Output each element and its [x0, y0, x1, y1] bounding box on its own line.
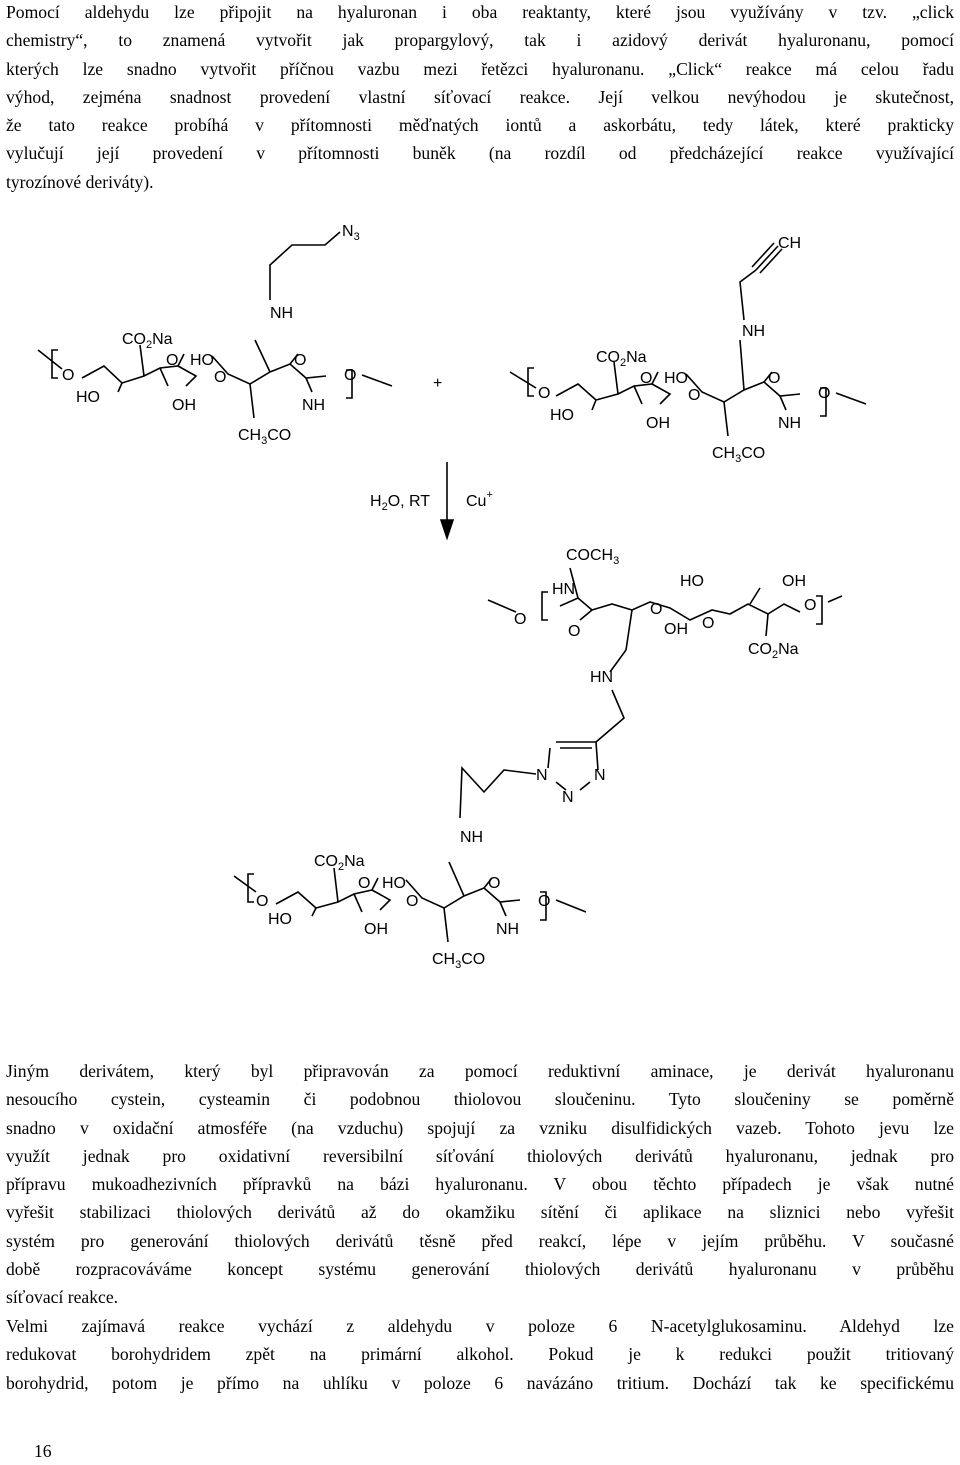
ring-oxygen: O: [640, 370, 652, 387]
text-line: výhod, zejména snadnost provedení vlastn…: [6, 86, 954, 107]
oh-label: OH: [172, 397, 196, 414]
paragraph-thiol-derivatives: Jiným derivátem, který byl připravován z…: [6, 1057, 954, 1312]
text-line: tyrozínové deriváty).: [6, 171, 154, 192]
product-upper-unit: [487, 567, 843, 673]
ho-label: HO: [268, 911, 292, 928]
text-line: redukovat borohydridem zpět na primární …: [6, 1344, 954, 1365]
text-line: nesoucího cystein, cysteamin či podobnou…: [6, 1089, 954, 1110]
paragraph-click-chemistry: Pomocí aldehydu lze připojit na hyaluron…: [6, 0, 954, 196]
alkyne-label: CH: [778, 235, 801, 252]
triazole-ring: [547, 741, 599, 791]
ring-oxygen: O: [344, 367, 356, 384]
ring-oxygen: O: [768, 370, 780, 387]
carboxylate-label: CO2Na: [122, 331, 173, 351]
text-line: vylučují její provedení v přítomnosti bu…: [6, 143, 954, 164]
triazole-n: N: [562, 789, 574, 806]
text-line: Velmi zajímavá reakce vychází z aldehydu…: [6, 1316, 954, 1336]
conditions-left: H2O, RT: [370, 493, 430, 513]
text-line: borohydrid, potom je přímo na uhlíku v p…: [6, 1372, 954, 1393]
glycosidic-oxygen: O: [688, 387, 700, 404]
glycosidic-oxygen: O: [406, 893, 418, 910]
text-line: snadno v oxidační atmosféře (na vzduchu)…: [6, 1117, 954, 1138]
oh-label: OH: [646, 415, 670, 432]
left-hyaluronan-unit: [37, 339, 393, 419]
oh-label: OH: [782, 573, 806, 590]
text-line: chemistry“, to znamená vytvořit jak prop…: [6, 30, 954, 51]
azide-chain: [269, 231, 341, 300]
carboxylate-label: CO2Na: [314, 853, 365, 873]
ho-label: HO: [190, 352, 214, 369]
paragraph-aldehyde-reduction: Velmi zajímavá reakce vychází z aldehydu…: [6, 1312, 954, 1397]
oh-label: OH: [664, 621, 688, 638]
glycosidic-oxygen: O: [214, 369, 226, 386]
product-lower-unit: [233, 861, 587, 943]
text-line: využít jednak pro oxidativní reversibiln…: [6, 1145, 954, 1166]
text-line: systém pro generování thiolových derivát…: [6, 1230, 954, 1251]
carboxylate-label: CO2Na: [748, 641, 799, 661]
ho-label: HO: [680, 573, 704, 590]
ring-oxygen: O: [538, 385, 550, 402]
triazole-n: N: [536, 767, 548, 784]
ring-oxygen: O: [166, 352, 178, 369]
acetyl-label: CH3CO: [238, 427, 291, 447]
text-line: kterých lze snadno vytvořit příčnou vazb…: [6, 58, 954, 79]
text-line: Pomocí aldehydu lze připojit na hyaluron…: [6, 2, 954, 22]
ho-label: HO: [664, 370, 688, 387]
linker-chain: [595, 689, 625, 743]
nh-label: NH: [302, 397, 325, 414]
glycosidic-oxygen: O: [514, 611, 526, 628]
ring-oxygen: O: [804, 597, 816, 614]
alkyne-chain: [739, 269, 757, 321]
ring-oxygen: O: [650, 601, 662, 618]
text-line: Jiným derivátem, který byl připravován z…: [6, 1061, 954, 1081]
nh-label: NH: [270, 305, 293, 322]
nh-label: NH: [460, 829, 483, 846]
oh-label: OH: [364, 921, 388, 938]
text-line: přípravu mukoadhezivních přípravků na bá…: [6, 1174, 954, 1195]
text-line: síťovací reakce.: [6, 1287, 119, 1308]
nh-label: NH: [496, 921, 519, 938]
ring-oxygen: O: [702, 615, 714, 632]
triazole-n: N: [594, 767, 606, 784]
ring-oxygen: O: [256, 893, 268, 910]
ring-oxygen: O: [538, 893, 550, 910]
ring-oxygen: O: [488, 875, 500, 892]
text-line: době rozpracováváme koncept systému gene…: [6, 1259, 954, 1280]
nh-label: NH: [778, 415, 801, 432]
hn-label: HN: [552, 581, 575, 598]
azide-label: N3: [342, 223, 360, 243]
ring-oxygen: O: [568, 623, 580, 640]
page-number: 16: [34, 1441, 52, 1461]
linker-chain: [459, 766, 537, 819]
ring-oxygen: O: [62, 367, 74, 384]
ring-oxygen: O: [294, 352, 306, 369]
acetyl-label: COCH3: [566, 547, 619, 567]
carboxylate-label: CO2Na: [596, 349, 647, 369]
acetyl-label: CH3CO: [432, 951, 485, 971]
nh-label: NH: [742, 323, 765, 340]
hn-label: HN: [590, 669, 613, 686]
text-line: že tato reakce probíhá v přítomnosti měď…: [6, 115, 954, 136]
click-reaction-scheme: N3 O HO CO2Na O HO OH O NH O O NH CH3CO …: [37, 223, 867, 971]
acetyl-label: CH3CO: [712, 445, 765, 465]
ho-label: HO: [382, 875, 406, 892]
text-line: vyřešit stabilizaci thiolových derivátů …: [6, 1202, 954, 1223]
conditions-right: Cu+: [466, 489, 493, 510]
right-hyaluronan-unit: [509, 339, 867, 437]
ho-label: HO: [76, 389, 100, 406]
ring-oxygen: O: [818, 385, 830, 402]
ho-label: HO: [550, 407, 574, 424]
ring-oxygen: O: [358, 875, 370, 892]
plus-sign: +: [433, 375, 442, 392]
